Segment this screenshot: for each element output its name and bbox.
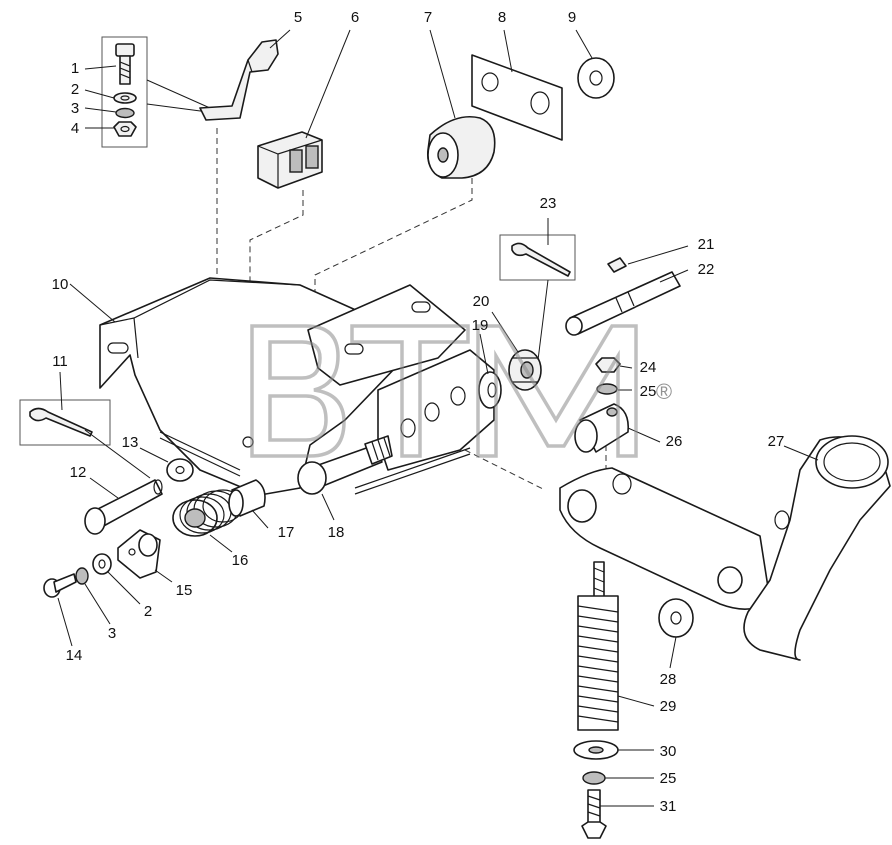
- callout-6: 6: [351, 9, 359, 26]
- bolt-part-31: [581, 789, 654, 839]
- callout-12: 12: [70, 464, 87, 481]
- screw-part-14: [43, 573, 77, 647]
- lever-part-27: [559, 435, 891, 661]
- callout-2-lower: 2: [144, 603, 152, 620]
- washer-part-9: [575, 29, 615, 99]
- callout-7: 7: [424, 9, 432, 26]
- callout-17: 17: [278, 524, 295, 541]
- bushing-part-17: [228, 479, 269, 529]
- bushing-part-7: [426, 29, 496, 179]
- callout-26: 26: [666, 433, 683, 450]
- shaft-part-22: [565, 269, 689, 336]
- watermark: ®: [250, 324, 672, 458]
- callout-8: 8: [498, 9, 506, 26]
- watermark-registered-mark: ®: [656, 379, 672, 404]
- washer-part-28: [658, 598, 694, 669]
- sleeve-part-26: [574, 403, 661, 453]
- callout-4: 4: [71, 120, 79, 137]
- lock-washer-part-25-lower: [582, 771, 654, 785]
- callout-15: 15: [176, 582, 193, 599]
- bolt-part-1: [115, 43, 135, 85]
- callout-16: 16: [232, 552, 249, 569]
- callout-3: 3: [71, 100, 79, 117]
- callout-labels: 1 2 3 4 5 6 7 8 9 10 11 12 13 2 3 14 15 …: [52, 9, 785, 815]
- lock-washer-part-25-upper: [596, 383, 632, 395]
- washer-part-2-lower: [92, 553, 141, 605]
- callout-13: 13: [122, 434, 139, 451]
- callout-25-upper: 25: [640, 383, 657, 400]
- callout-30: 30: [660, 743, 677, 760]
- callout-1: 1: [71, 60, 79, 77]
- callout-leaders-1-4: [84, 65, 211, 129]
- callout-14: 14: [66, 647, 83, 664]
- callout-9: 9: [568, 9, 576, 26]
- callout-10: 10: [52, 276, 69, 293]
- washer-part-13: [139, 447, 194, 482]
- callout-27: 27: [768, 433, 785, 450]
- threaded-rod-part-29: [577, 561, 655, 731]
- callout-24: 24: [640, 359, 657, 376]
- lock-washer-part-3-lower: [75, 567, 111, 625]
- lug-part-15: [117, 529, 173, 583]
- nut-part-4: [113, 121, 137, 137]
- callout-22: 22: [698, 261, 715, 278]
- callout-2: 2: [71, 81, 79, 98]
- callout-20: 20: [473, 293, 490, 310]
- lock-washer-part-3: [115, 107, 135, 119]
- bolt-assembly-box: [101, 36, 148, 148]
- plate-part-8: [471, 29, 563, 141]
- callout-23: 23: [540, 195, 557, 212]
- callout-28: 28: [660, 671, 677, 688]
- pin-part-12: [84, 477, 163, 535]
- cotter-pin-part-11: [19, 371, 151, 479]
- callout-31: 31: [660, 798, 677, 815]
- cotter-pin-part-23: [499, 218, 576, 361]
- washer-part-30: [573, 740, 654, 760]
- spring-part-16: [172, 489, 244, 553]
- bracket-part-5: [199, 29, 291, 121]
- bolt-part-18: [297, 435, 393, 521]
- callout-21: 21: [698, 236, 715, 253]
- callout-11: 11: [52, 353, 68, 370]
- callout-25-lower: 25: [660, 770, 677, 787]
- main-bracket-part-10: [69, 277, 495, 496]
- clamp-block-part-6: [257, 29, 351, 189]
- callout-29: 29: [660, 698, 677, 715]
- callout-18: 18: [328, 524, 345, 541]
- callout-5: 5: [294, 9, 302, 26]
- callout-19: 19: [472, 317, 489, 334]
- washer-part-2: [113, 92, 137, 104]
- callout-3-lower: 3: [108, 625, 116, 642]
- key-part-21: [607, 245, 689, 273]
